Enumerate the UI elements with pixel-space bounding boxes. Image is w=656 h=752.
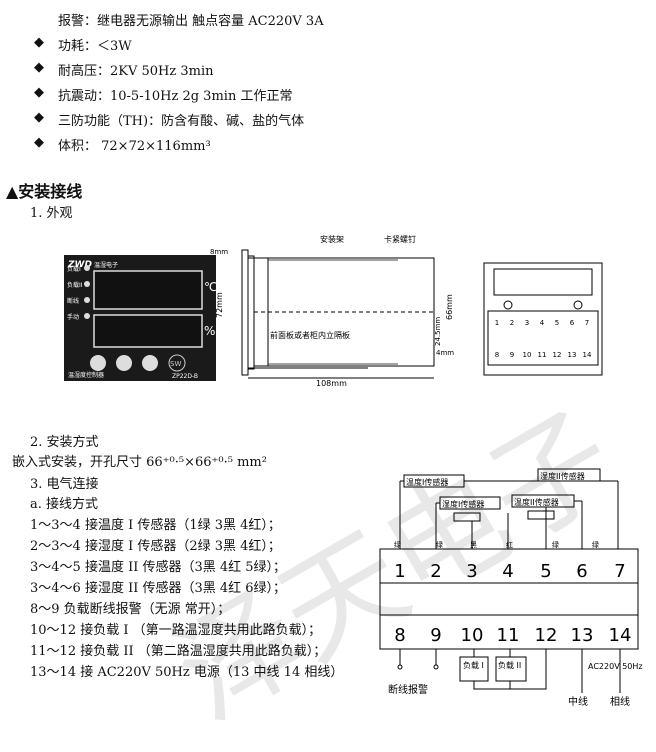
dim-8mm: 8mm [210,248,228,256]
back-terminal-top: 2 [510,319,514,327]
install-text: 嵌入式安装，开孔尺寸 66⁺⁰·⁵×66⁺⁰·⁵ mm² [12,455,267,470]
front-label: 手动 [67,313,79,321]
wiring-line: 3～4～6 接湿度 II 传感器（3黑 4红 6绿）； [30,581,287,596]
terminal-bottom: 11 [497,625,520,646]
wiring-line: 11～12 接负载 II （第二路温湿度共用此路负载）； [30,644,327,659]
terminal-top: 3 [466,561,477,582]
back-terminal-bottom: 14 [583,351,592,359]
back-terminal-bottom: 8 [495,351,499,359]
back-terminal-bottom: 10 [523,351,532,359]
wiring-line: 8～9 负载断线报警（无源 常开）； [30,602,231,617]
front-label: 断线 [67,297,79,305]
side-view-diagram: 8mm 安装架 卡紧螺钉 前面板或者柜内立隔板 72mm 66mm 24.5mm… [208,228,460,388]
bullet-icon: ◆ [34,110,44,125]
wiring-sub: a. 接线方式 [30,497,99,512]
front-c2: % [204,324,215,338]
wire-green-2: 绿 [436,540,443,549]
terminal-bottom: 14 [609,625,632,646]
terminal-top: 1 [394,561,405,582]
front-model: ZP22D-B [172,373,198,380]
back-terminal-bottom: 9 [510,351,514,359]
section-title: ▲安装接线 [6,182,83,201]
spec-item: 耐高压：2KV 50Hz 3min [58,64,214,79]
neutral-label: 中线 [568,695,588,708]
indicator-led [84,297,90,303]
terminal-top: 5 [540,561,551,582]
label-panel: 前面板或者柜内立隔板 [270,330,350,340]
alarm-spec: 报警：继电器无源输出 触点容量 AC220V 3A [58,14,324,29]
alarm-label: 断线报警 [388,683,428,696]
back-terminal-top: 1 [495,319,499,327]
back-terminal-bottom: 13 [568,351,577,359]
back-terminal-bottom: 11 [538,351,547,359]
bullet-icon: ◆ [34,35,44,50]
dim-66mm: 66mm [445,294,454,320]
label-mount: 安装架 [320,234,344,244]
sensor-t2: 温度II传感器 [514,497,559,507]
front-brand-sub: 温湿电子 [94,261,118,269]
terminal-bottom: 8 [394,625,405,646]
front-name: 温湿度控制器 [68,371,104,379]
dim-72mm: 72mm [215,292,224,318]
indicator-led [84,313,90,319]
bullet-icon: ◆ [34,60,44,75]
front-panel-diagram: ZWD 温湿电子 ℃ % 负载I 负载II 断线手动 SW 温湿度控制器 ZP22D… [64,255,217,381]
terminal-bottom: 9 [430,625,441,646]
wire-red: 红 [506,540,513,549]
wire-green-1: 绿 [394,540,401,549]
sensor-h1: 湿度I传感器 [442,499,484,509]
phase-label: 相线 [610,695,630,708]
wiring-line: 2～3～4 接湿度 I 传感器（2绿 3黑 4红）； [30,539,281,554]
wire-black: 黑 [470,541,477,549]
front-c1: ℃ [204,280,217,294]
terminal-top: 6 [576,561,587,582]
indicator-led [84,265,90,271]
terminal-bottom: 13 [571,625,594,646]
back-terminal-bottom: 12 [553,351,562,359]
terminal-top: 2 [430,561,441,582]
terminal-bottom: 12 [535,625,558,646]
install-heading: 2. 安装方式 [30,435,99,450]
wiring-heading: 3. 电气连接 [30,477,99,492]
bullet-icon: ◆ [34,135,44,150]
indicator-led [84,281,90,287]
dim-108mm: 108mm [316,379,347,388]
dim-24-5mm: 24.5mm [434,317,442,346]
front-sw: SW [170,360,181,368]
front-label: 负载II [67,281,83,289]
wiring-line: 13～14 接 AC220V 50Hz 电源（13 中线 14 相线） [30,665,344,680]
back-terminal-top: 5 [555,319,559,327]
spec-item: 功耗：＜3W [58,39,132,54]
terminal-bottom: 10 [461,625,484,646]
back-terminal-top: 4 [540,319,545,327]
terminal-top: 4 [502,561,513,582]
wiring-line: 10～12 接负载 I （第一路温湿度共用此路负载）； [30,623,322,638]
wire-green-5: 绿 [552,540,559,549]
back-terminal-top: 6 [570,319,575,327]
spec-item: 抗震动：10-5-10Hz 2g 3min 工作正常 [58,89,293,104]
spec-item: 三防功能（TH)：防含有酸、碱、盐的气体 [58,114,305,129]
back-terminal-top: 7 [585,319,589,327]
load2-label: 负载 II [498,660,521,670]
front-label: 负载I [67,265,81,273]
load1-label: 负载 I [463,660,484,670]
back-terminal-top: 3 [525,319,529,327]
sensor-t1: 温度I传感器 [406,477,448,487]
appearance-heading: 1. 外观 [30,206,73,221]
front-brand: ZWD [67,260,92,270]
spec-item: 体积： 72×72×116mm³ [58,139,211,154]
dim-4mm: 4mm [436,349,454,357]
wiring-line: 1～3～4 接温度 I 传感器（1绿 3黑 4红）； [30,518,281,533]
wiring-line: 3～4～5 接温度 II 传感器（3黑 4红 5绿）； [30,560,287,575]
wire-green-6: 绿 [592,540,599,549]
bullet-icon: ◆ [34,85,44,100]
sensor-h2: 湿度II传感器 [540,471,585,481]
power-label: AC220V 50Hz [588,662,643,671]
terminal-top: 7 [614,561,625,582]
label-screw: 卡紧螺钉 [384,234,416,244]
